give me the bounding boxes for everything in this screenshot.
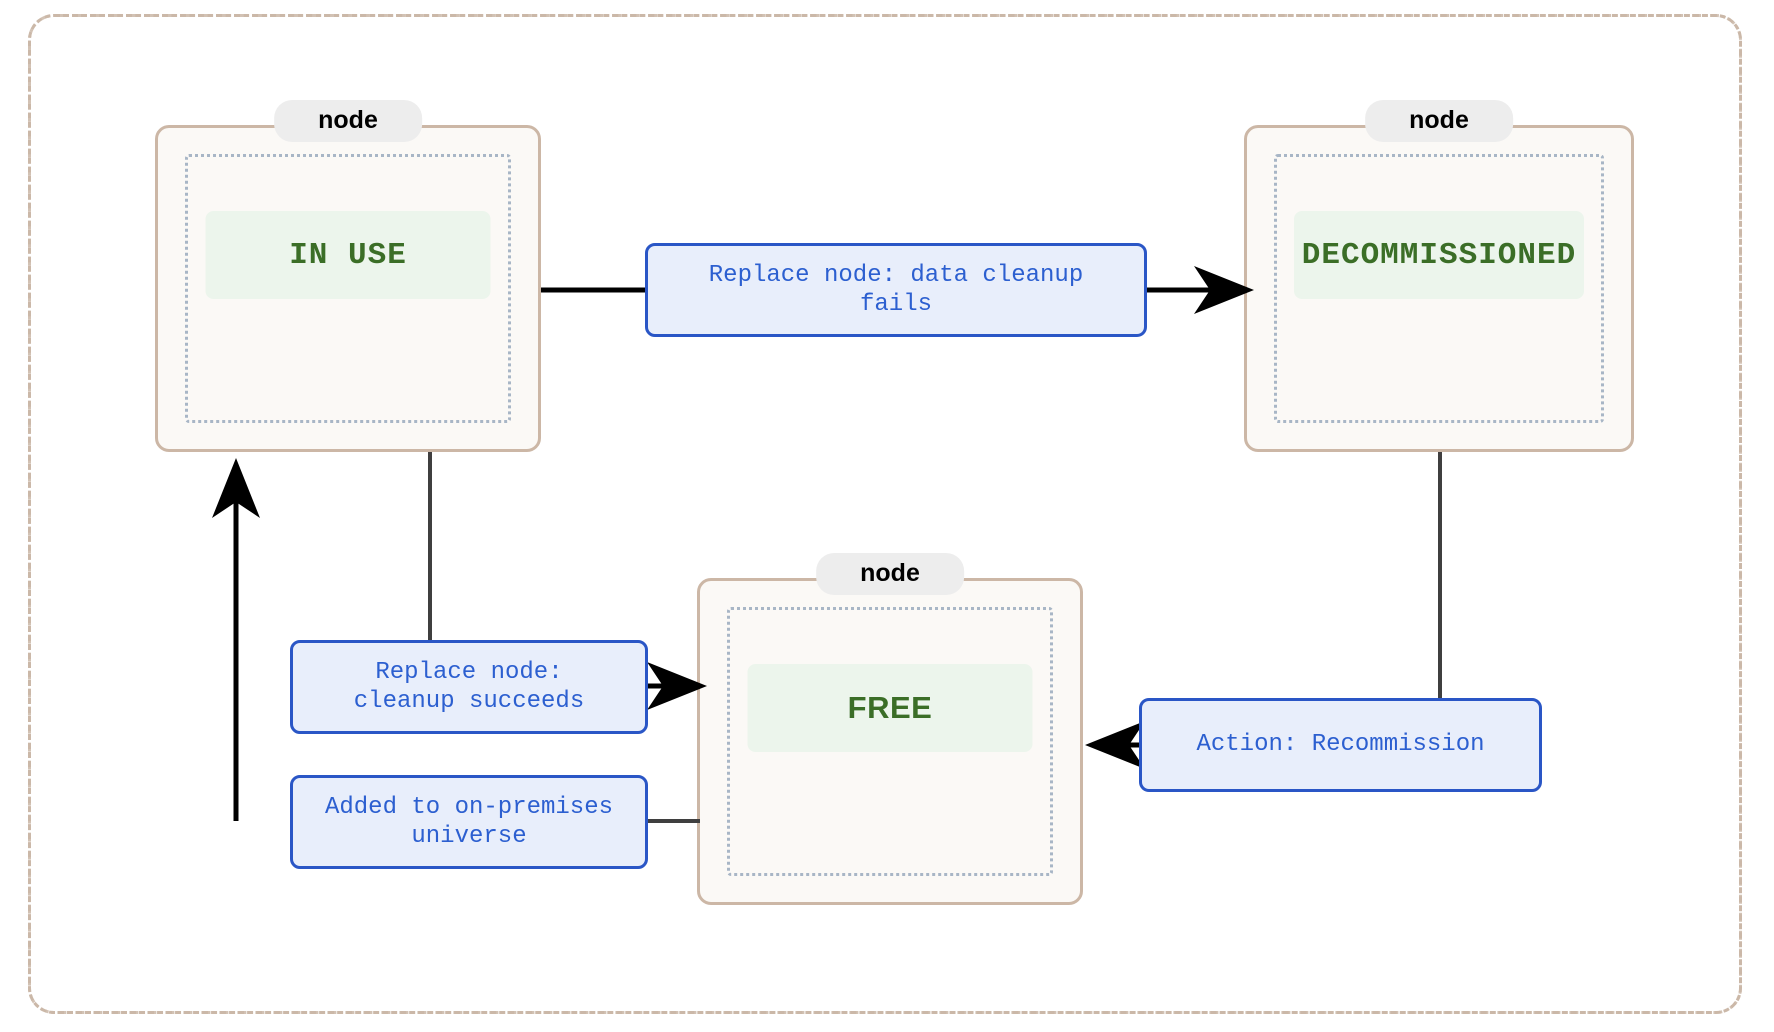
state-node-decommissioned[interactable]: node DECOMMISSIONED [1244, 100, 1634, 452]
state-inner-border-decommissioned [1274, 154, 1604, 423]
transition-label-replace-node-data-cleanup-fails[interactable]: Replace node: data cleanup fails [645, 243, 1147, 337]
state-badge-in-use: node [274, 100, 422, 142]
state-node-in-use[interactable]: node IN USE [155, 100, 541, 452]
state-inner-border-in-use [185, 154, 511, 423]
state-badge-free: node [816, 553, 964, 595]
transition-label-action-recommission[interactable]: Action: Recommission [1139, 698, 1542, 792]
transition-label-added-to-on-premises-universe[interactable]: Added to on-premises universe [290, 775, 648, 869]
state-value-decommissioned: DECOMMISSIONED [1294, 211, 1584, 299]
transition-label-replace-node-cleanup-succeeds[interactable]: Replace node: cleanup succeeds [290, 640, 648, 734]
state-inner-border-free [727, 607, 1053, 876]
state-node-free[interactable]: node FREE [697, 553, 1083, 905]
state-value-free: FREE [747, 664, 1033, 752]
state-value-in-use: IN USE [205, 211, 491, 299]
state-badge-decommissioned: node [1365, 100, 1513, 142]
